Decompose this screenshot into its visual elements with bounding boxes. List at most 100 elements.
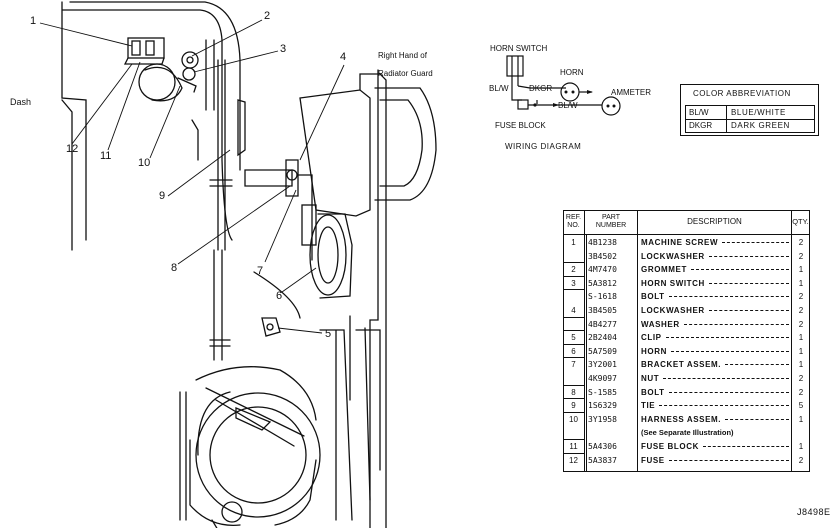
part-number-cell: 1S6329 bbox=[588, 401, 617, 411]
dotted-leader bbox=[690, 269, 789, 271]
dotted-leader bbox=[665, 337, 789, 339]
dash-label: Dash bbox=[10, 97, 32, 107]
part-number-cell: 5A3837 bbox=[588, 455, 617, 465]
part-number-cell: 3B4505 bbox=[588, 306, 617, 315]
callout-4: 4 bbox=[340, 51, 347, 63]
callout-12: 12 bbox=[66, 143, 79, 155]
part-number-cell: 4B4277 bbox=[588, 319, 617, 329]
part-number-cell: 4B1238 bbox=[588, 238, 617, 247]
description-cell: BOLT bbox=[641, 387, 665, 397]
dotted-leader bbox=[683, 323, 789, 325]
abbr-meaning: BLUE/WHITE bbox=[731, 108, 786, 117]
description-cell: WASHER bbox=[641, 319, 680, 329]
dotted-leader bbox=[659, 405, 789, 407]
ref-group-divider bbox=[563, 357, 585, 359]
description-cell: MACHINE SCREW bbox=[641, 238, 719, 247]
leader-2 bbox=[191, 19, 263, 57]
horn-switch-symbol bbox=[506, 55, 524, 77]
description-cell: TIE bbox=[641, 401, 656, 411]
abbr-row: DKGR DARK GREEN bbox=[686, 119, 814, 132]
ref-group-divider bbox=[563, 384, 585, 386]
callout-1: 1 bbox=[30, 15, 37, 27]
ammeter-symbol bbox=[601, 96, 621, 116]
part-number-cell: 4M7470 bbox=[588, 265, 617, 275]
ref-group-divider bbox=[563, 289, 585, 291]
leader-5 bbox=[277, 327, 323, 334]
qty-cell: 2 bbox=[798, 374, 804, 383]
ref-no-cell: 5 bbox=[571, 333, 576, 343]
leader-8 bbox=[177, 185, 291, 265]
description-cell: FUSE bbox=[641, 455, 665, 465]
qty-cell: 1 bbox=[798, 346, 804, 356]
leader-11 bbox=[107, 61, 141, 151]
callout-5: 5 bbox=[325, 328, 332, 340]
callout-2: 2 bbox=[264, 10, 271, 22]
ref-group-divider bbox=[563, 262, 585, 264]
ref-no-cell: 7 bbox=[571, 360, 576, 370]
parts-row: (See Separate Illustration) bbox=[563, 427, 810, 438]
color-abbreviation-box: COLOR ABBREVIATION BL/W BLUE/WHITE DKGR … bbox=[680, 84, 819, 136]
part-number-cell: 5A3812 bbox=[588, 278, 617, 288]
wiring-diagram-caption: WIRING DIAGRAM bbox=[505, 142, 582, 151]
part-number-cell: 3Y2001 bbox=[588, 360, 617, 370]
abbr-code: DKGR bbox=[689, 121, 713, 130]
qty-cell: 1 bbox=[798, 333, 804, 343]
description-cell: CLIP bbox=[641, 333, 662, 343]
dotted-leader bbox=[663, 378, 789, 379]
ref-no-cell: 10 bbox=[569, 414, 578, 424]
description-cell: BRACKET ASSEM. bbox=[641, 360, 722, 370]
fuse-block-symbol bbox=[517, 99, 529, 110]
description-cell: HORN SWITCH bbox=[641, 278, 705, 288]
description-cell: LOCKWASHER bbox=[641, 306, 705, 315]
wire-blw-label-2: BL/W bbox=[558, 101, 578, 110]
callout-8: 8 bbox=[171, 262, 178, 274]
ref-no-cell: 2 bbox=[571, 265, 576, 275]
ref-no-header: REF.NO. bbox=[565, 214, 582, 229]
wire-dkgr-label: DKGR bbox=[529, 84, 553, 93]
callout-6: 6 bbox=[276, 290, 283, 302]
abbr-meaning: DARK GREEN bbox=[731, 121, 790, 130]
leader-4 bbox=[299, 64, 345, 161]
callout-9: 9 bbox=[159, 190, 166, 202]
callout-3: 3 bbox=[280, 43, 287, 55]
ref-no-cell: 3 bbox=[571, 278, 576, 288]
ref-no-cell: 4 bbox=[571, 306, 576, 315]
leader-3 bbox=[193, 50, 279, 73]
horn-symbol bbox=[560, 82, 580, 102]
ref-no-cell: 11 bbox=[569, 442, 578, 451]
ref-group-divider bbox=[563, 330, 585, 332]
callout-10: 10 bbox=[138, 157, 151, 169]
abbr-row: BL/W BLUE/WHITE bbox=[686, 106, 814, 119]
qty-cell: 2 bbox=[798, 238, 804, 247]
ref-no-cell: 6 bbox=[571, 346, 576, 356]
part-number-cell: 2B2404 bbox=[588, 333, 617, 343]
leader-7 bbox=[264, 189, 297, 263]
parts-row: 5 2B2404 CLIP 1 bbox=[563, 332, 810, 343]
ammeter-label: AMMETER bbox=[611, 88, 651, 97]
dotted-leader bbox=[670, 350, 789, 352]
ref-group-divider bbox=[563, 316, 585, 318]
qty-cell: 1 bbox=[798, 265, 804, 275]
abbr-code: BL/W bbox=[689, 108, 709, 117]
qty-cell: 2 bbox=[798, 455, 804, 465]
dotted-leader bbox=[708, 310, 789, 311]
part-number-cell: S-1618 bbox=[588, 292, 617, 302]
ref-group-divider bbox=[563, 439, 585, 440]
description-cell: LOCKWASHER bbox=[641, 251, 705, 261]
dotted-leader bbox=[708, 255, 789, 257]
description-cell: BOLT bbox=[641, 292, 665, 302]
horn-label: HORN bbox=[560, 68, 584, 77]
qty-header: QTY. bbox=[792, 217, 809, 226]
engine-pulley bbox=[195, 392, 321, 518]
